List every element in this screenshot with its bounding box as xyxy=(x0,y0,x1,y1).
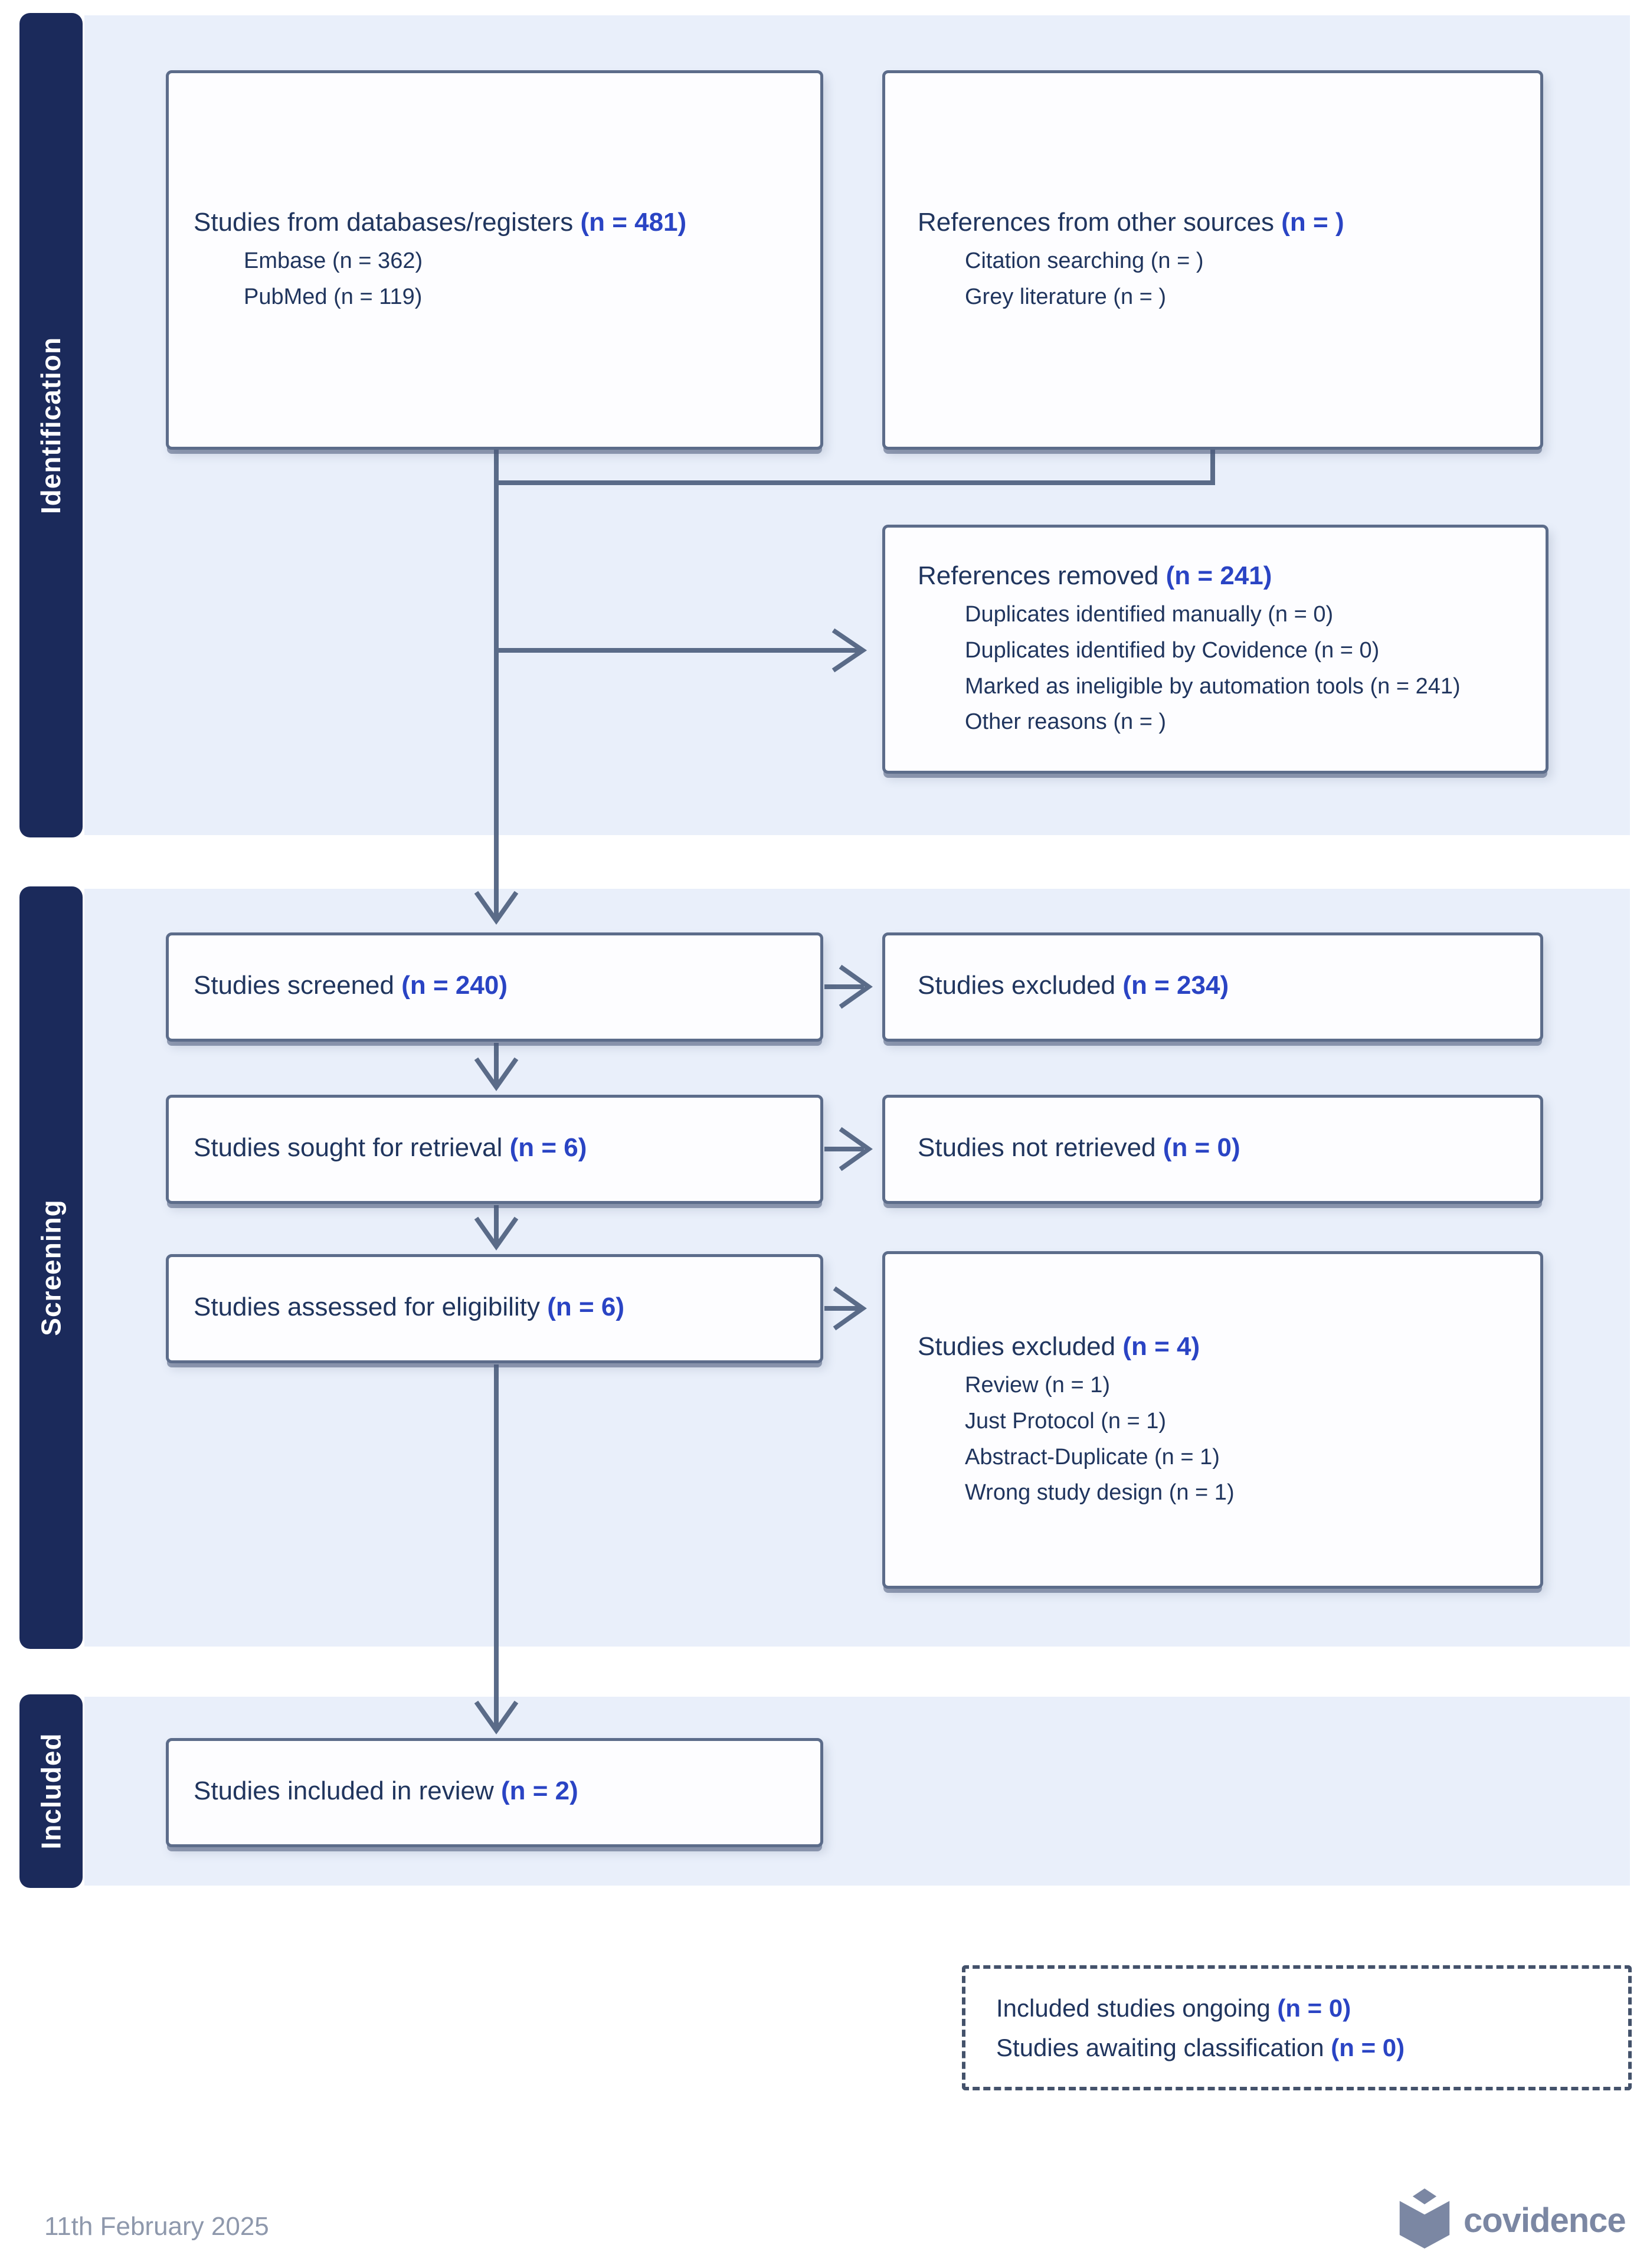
box-studies-not-retrieved: Studies not retrieved (n = 0) xyxy=(882,1095,1543,1204)
box-title: Studies screened (n = 240) xyxy=(194,968,508,1003)
awaiting-line-text: Included studies ongoing xyxy=(996,1994,1271,2022)
box-references-removed: References removed (n = 241) Duplicates … xyxy=(882,525,1548,774)
box-title-count: (n = 2) xyxy=(500,1776,578,1805)
section-label-screening: Screening xyxy=(35,1199,67,1336)
box-title-count: (n = 0) xyxy=(1163,1133,1240,1162)
box-title-text: Studies assessed for eligibility xyxy=(194,1292,540,1321)
box-studies-sought-retrieval: Studies sought for retrieval (n = 6) xyxy=(166,1095,823,1204)
awaiting-line-count: (n = 0) xyxy=(1331,2034,1405,2061)
box-studies-included-review: Studies included in review (n = 2) xyxy=(166,1738,823,1847)
box-item: Marked as ineligible by automation tools… xyxy=(965,673,1461,699)
box-studies-excluded-eligibility: Studies excluded (n = 4) Review (n = 1) … xyxy=(882,1251,1543,1589)
box-title: Studies excluded (n = 4) xyxy=(918,1329,1200,1364)
box-item: Studies awaiting classification (n = 0) xyxy=(996,2028,1628,2067)
box-title-text: Studies excluded xyxy=(918,970,1116,1000)
box-title-count: (n = 6) xyxy=(547,1292,624,1321)
box-title-text: Studies from databases/registers xyxy=(194,208,574,237)
box-item: Duplicates identified by Covidence (n = … xyxy=(965,637,1380,663)
box-studies-from-databases: Studies from databases/registers (n = 48… xyxy=(166,70,823,450)
box-title-text: References removed xyxy=(918,561,1159,590)
report-date: 11th February 2025 xyxy=(44,2212,269,2241)
box-title: Studies from databases/registers (n = 48… xyxy=(194,205,686,240)
box-title: Studies sought for retrieval (n = 6) xyxy=(194,1130,587,1165)
box-item: Embase (n = 362) xyxy=(244,248,423,274)
box-item: Other reasons (n = ) xyxy=(965,709,1167,735)
box-title-count: (n = 241) xyxy=(1166,561,1272,590)
box-references-other-sources: References from other sources (n = ) Cit… xyxy=(882,70,1543,450)
box-title-text: Studies excluded xyxy=(918,1331,1116,1361)
box-title-count: (n = ) xyxy=(1281,208,1344,237)
box-title-text: Studies included in review xyxy=(194,1776,494,1805)
section-pill-included: Included xyxy=(19,1694,83,1888)
section-label-identification: Identification xyxy=(35,336,67,514)
box-item: Included studies ongoing (n = 0) xyxy=(996,1988,1628,2028)
box-title: Studies included in review (n = 2) xyxy=(194,1773,578,1808)
box-item: Wrong study design (n = 1) xyxy=(965,1480,1235,1506)
box-studies-excluded-screening: Studies excluded (n = 234) xyxy=(882,932,1543,1042)
box-title: References removed (n = 241) xyxy=(918,558,1272,593)
box-title-count: (n = 240) xyxy=(401,970,508,1000)
box-item: PubMed (n = 119) xyxy=(244,284,423,310)
box-awaiting-classification: Included studies ongoing (n = 0) Studies… xyxy=(962,1965,1632,2090)
box-item: Duplicates identified manually (n = 0) xyxy=(965,602,1334,627)
box-item: Abstract-Duplicate (n = 1) xyxy=(965,1444,1220,1470)
box-title-count: (n = 481) xyxy=(580,208,687,237)
box-title-text: References from other sources xyxy=(918,208,1275,237)
box-title: References from other sources (n = ) xyxy=(918,205,1344,240)
box-item: Review (n = 1) xyxy=(965,1373,1111,1398)
box-title-count: (n = 4) xyxy=(1122,1331,1200,1361)
box-studies-screened: Studies screened (n = 240) xyxy=(166,932,823,1042)
box-title: Studies not retrieved (n = 0) xyxy=(918,1130,1240,1165)
covidence-logo-icon xyxy=(1399,2188,1450,2249)
section-pill-identification: Identification xyxy=(19,13,83,837)
box-item: Citation searching (n = ) xyxy=(965,248,1204,274)
box-title-count: (n = 6) xyxy=(509,1133,587,1162)
awaiting-line-text: Studies awaiting classification xyxy=(996,2034,1324,2061)
box-title-text: Studies not retrieved xyxy=(918,1133,1156,1162)
box-title-text: Studies sought for retrieval xyxy=(194,1133,503,1162)
box-title: Studies excluded (n = 234) xyxy=(918,968,1229,1003)
covidence-wordmark: covidence xyxy=(1464,2201,1626,2240)
box-title-count: (n = 234) xyxy=(1122,970,1229,1000)
section-pill-screening: Screening xyxy=(19,886,83,1649)
section-label-included: Included xyxy=(35,1733,67,1850)
box-item: Grey literature (n = ) xyxy=(965,284,1167,310)
awaiting-line-count: (n = 0) xyxy=(1277,1994,1351,2022)
covidence-logo: covidence xyxy=(1396,2185,1626,2256)
box-title-text: Studies screened xyxy=(194,970,394,1000)
box-studies-assessed-eligibility: Studies assessed for eligibility (n = 6) xyxy=(166,1254,823,1363)
box-title: Studies assessed for eligibility (n = 6) xyxy=(194,1290,624,1324)
box-item: Just Protocol (n = 1) xyxy=(965,1408,1167,1434)
